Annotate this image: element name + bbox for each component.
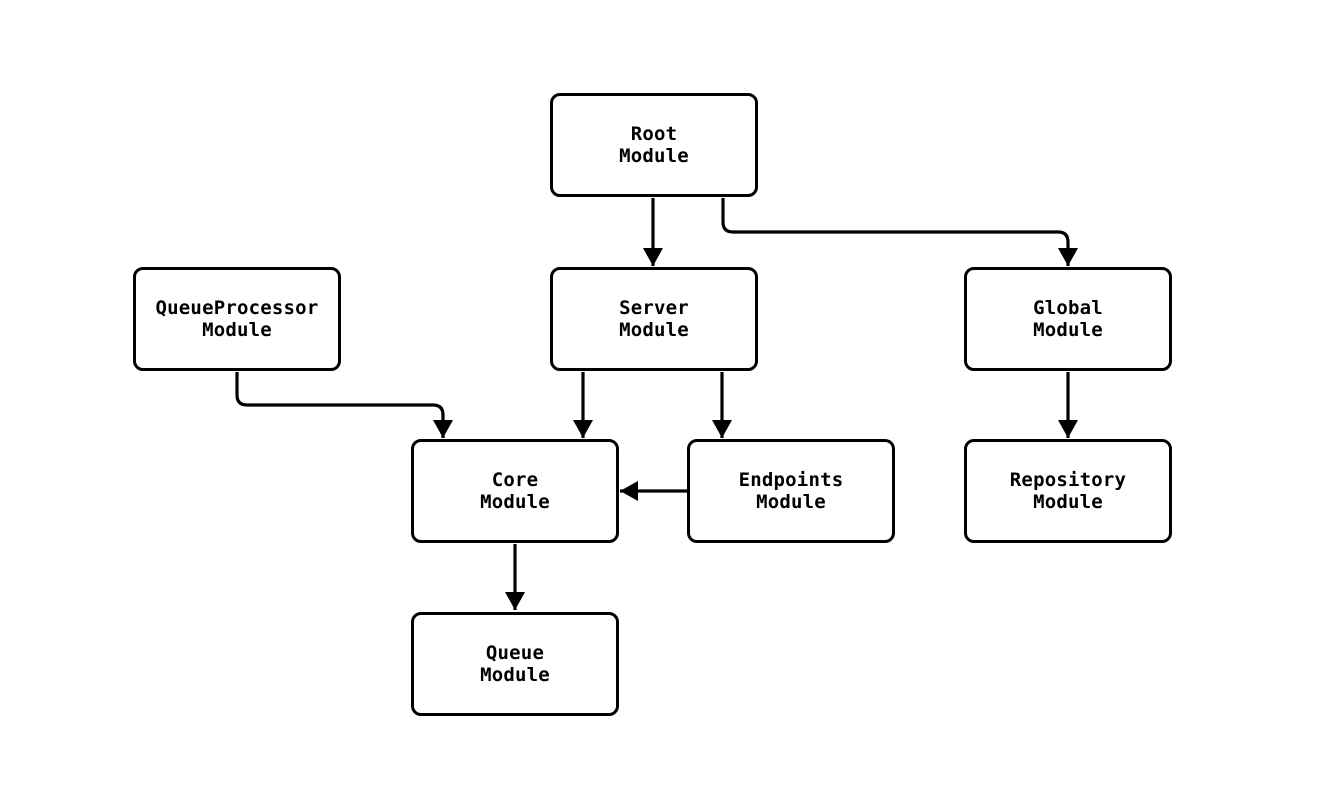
node-label-line: Module xyxy=(756,491,826,513)
node-endpoints-module: Endpoints Module xyxy=(687,439,895,543)
node-label-line: Module xyxy=(619,145,689,167)
node-label-line: Module xyxy=(1033,491,1103,513)
node-label-line: Global xyxy=(1033,297,1103,319)
edge-queueprocessor-to-core xyxy=(235,372,453,438)
node-label-line: Module xyxy=(480,664,550,686)
node-label-line: Module xyxy=(619,319,689,341)
node-queue-module: Queue Module xyxy=(411,612,619,716)
node-server-module: Server Module xyxy=(550,267,758,371)
node-label-line: Queue xyxy=(485,642,545,664)
node-label-line: Module xyxy=(1033,319,1103,341)
node-label-line: Module xyxy=(480,491,550,513)
node-root-module: Root Module xyxy=(550,93,758,197)
edge-root-to-global xyxy=(721,198,1078,266)
node-label-line: Repository xyxy=(1009,469,1127,491)
node-label-line: Endpoints xyxy=(738,469,844,491)
node-label-line: QueueProcessor xyxy=(155,297,319,319)
node-global-module: Global Module xyxy=(964,267,1172,371)
node-label-line: Module xyxy=(202,319,272,341)
node-core-module: Core Module xyxy=(411,439,619,543)
node-repository-module: Repository Module xyxy=(964,439,1172,543)
node-label-line: Core xyxy=(491,469,539,491)
node-label-line: Root xyxy=(630,123,678,145)
node-queueprocessor-module: QueueProcessor Module xyxy=(133,267,341,371)
node-label-line: Server xyxy=(619,297,689,319)
